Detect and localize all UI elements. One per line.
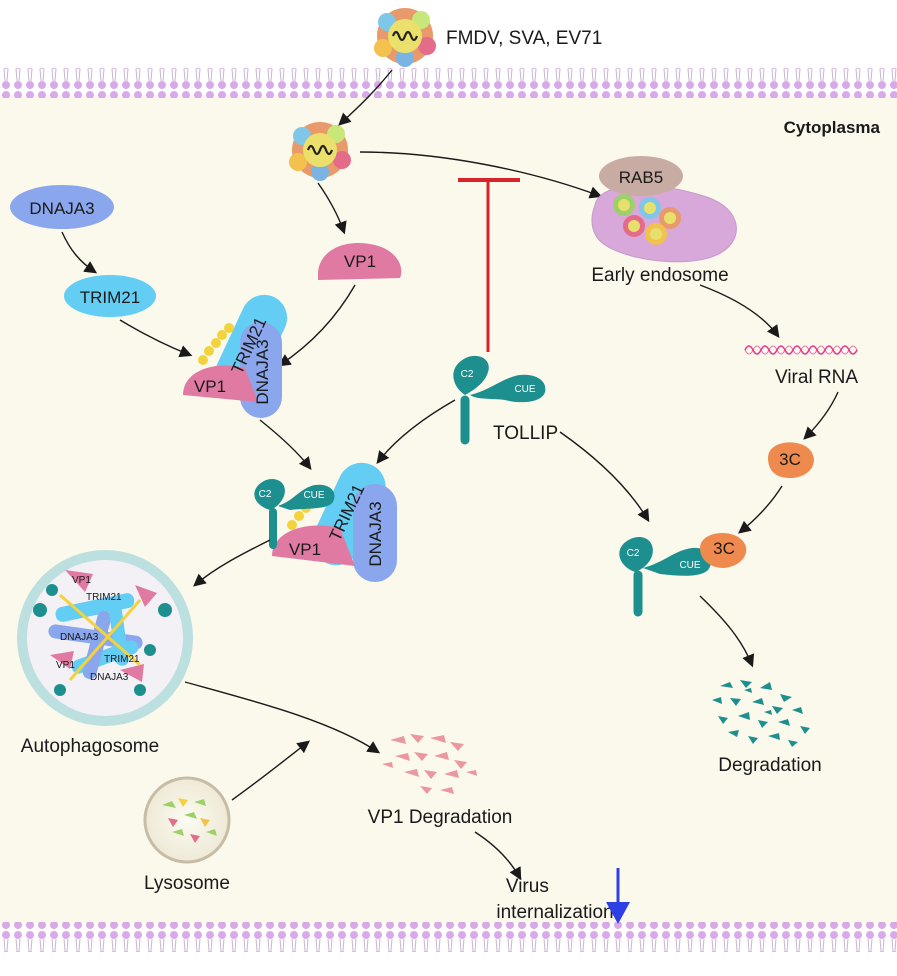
virus-internalization-label: Virus internalization (496, 876, 613, 923)
top-membrane (0, 68, 897, 98)
autophagosome-contents: VP1 TRIM21 DNAJA3 VP1 TRIM21 DNAJA3 (33, 570, 172, 696)
rab5-label: RAB5 (619, 168, 663, 187)
vp1-label-auto-a: VP1 (72, 575, 91, 586)
cue-label-3c-complex: CUE (679, 560, 700, 571)
arrow-to-degradation (699, 595, 755, 668)
complex-tollip-3c: C2 CUE 3C (619, 533, 747, 617)
arrow-lysosome-fusion (231, 740, 310, 801)
arrow-trim21-to-complex (119, 319, 193, 358)
lysosome-contents (162, 798, 217, 843)
c2-label-central: C2 (461, 369, 474, 380)
arrow-to-vp1-degradation (184, 681, 381, 754)
vp1-degradation-fragments (382, 734, 477, 794)
viral-rna-label: Viral RNA (775, 367, 858, 388)
protease-3c-free: 3C (768, 442, 814, 478)
cue-label-central: CUE (514, 384, 535, 395)
vp1-label-complex1: VP1 (194, 377, 226, 396)
trim21-label-auto-a: TRIM21 (86, 592, 122, 603)
vp1-degradation-label: VP1 Degradation (368, 807, 513, 828)
vp1-label-auto-b: VP1 (56, 660, 75, 671)
rab5-protein (599, 156, 683, 196)
3c-label-free: 3C (779, 450, 801, 469)
arrow-to-viral-rna (699, 284, 780, 339)
autophagosome-label: Autophagosome (21, 736, 159, 757)
endosome-virus-cluster (613, 194, 681, 245)
virus-particle-top (374, 8, 436, 67)
inhibition-symbol (458, 178, 520, 352)
arrow-to-autophagosome (193, 539, 271, 587)
degradation-label: Degradation (718, 755, 822, 776)
dnaja3-label-complex2: DNAJA3 (366, 501, 385, 566)
arrow-tollip-to-3c-complex (559, 431, 650, 523)
ubiquitin-chain-1 (198, 323, 234, 365)
arrow-to-endosome (359, 151, 603, 199)
dnaja3-label-free: DNAJA3 (29, 199, 94, 218)
trim21-label-auto-b: TRIM21 (104, 654, 140, 665)
bottom-membrane (0, 922, 897, 952)
complex-tollip-vp1-trim21-dnaja3: VP1 TRIM21 DNAJA3 C2 CUE (254, 462, 397, 582)
virus-particle-internal (289, 122, 351, 181)
degradation-fragments (712, 680, 810, 747)
lysosome-label: Lysosome (144, 873, 230, 894)
arrow-to-3c (803, 391, 839, 440)
arrow-vp1-to-complex (277, 284, 356, 367)
tollip-label: TOLLIP (493, 423, 558, 444)
cytoplasma-label: Cytoplasma (784, 118, 881, 137)
arrow-dnaja3-to-trim21 (61, 231, 98, 274)
arrow-to-vp1 (317, 182, 347, 235)
tollip-central: C2 CUE (453, 355, 546, 445)
vp1-label-free: VP1 (344, 252, 376, 271)
complex-vp1-trim21-dnaja3: VP1 TRIM21 DNAJA3 (183, 294, 288, 418)
early-endosome-label: Early endosome (591, 265, 728, 286)
arrow-to-virus-internalization (474, 831, 522, 881)
arrow-virus-entry (338, 69, 393, 126)
early-endosome: RAB5 (591, 156, 737, 263)
vp1-free: VP1 (318, 243, 402, 280)
dnaja3-label-auto-b: DNAJA3 (90, 672, 129, 683)
arrow-tollip-to-complex2 (376, 399, 456, 464)
dnaja3-label-auto-a: DNAJA3 (60, 632, 99, 643)
arrow-3c-to-complex (738, 485, 783, 534)
arrow-complex1-to-complex2 (259, 419, 312, 470)
c2-label-3c-complex: C2 (627, 548, 640, 559)
trim21-label-free: TRIM21 (80, 288, 140, 307)
decrease-arrow-icon (606, 868, 630, 924)
dnaja3-free: DNAJA3 (10, 185, 114, 229)
dnaja3-label-complex1: DNAJA3 (253, 339, 272, 404)
3c-label-complex: 3C (713, 539, 735, 558)
cue-label-complex2: CUE (303, 490, 324, 501)
autophagosome: VP1 TRIM21 DNAJA3 VP1 TRIM21 DNAJA3 (17, 550, 193, 726)
c2-label-complex2: C2 (259, 489, 272, 500)
vp1-label-complex2: VP1 (289, 540, 321, 559)
cytoplasm-region (0, 95, 897, 923)
virus-label: FMDV, SVA, EV71 (446, 28, 602, 49)
trim21-free: TRIM21 (64, 275, 156, 317)
lysosome (143, 776, 231, 864)
